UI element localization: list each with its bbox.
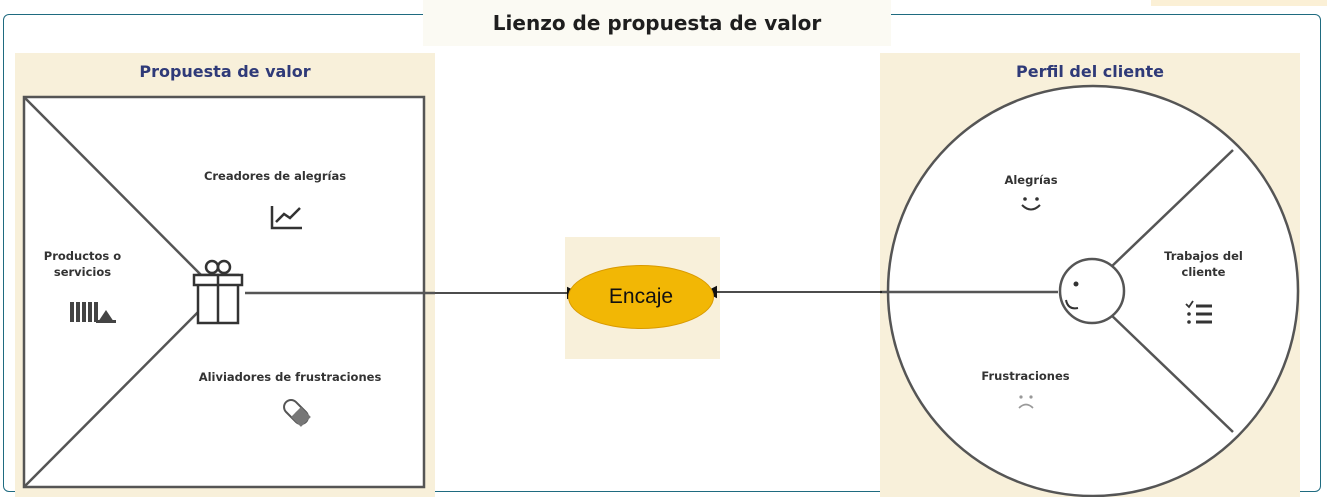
gains-label: Alegrías — [1004, 173, 1058, 187]
diagonal-top — [23, 96, 219, 293]
checklist-icon — [1185, 300, 1212, 324]
page-title: Lienzo de propuesta de valor — [492, 11, 822, 35]
face-icon — [1058, 257, 1126, 325]
value-proposition-title: Propuesta de valor — [139, 62, 311, 81]
gift-icon — [192, 259, 244, 325]
fit-bubble: Encaje — [568, 265, 714, 329]
products-icon — [70, 302, 116, 323]
diagonal-bottom — [23, 291, 219, 488]
customer-profile-title: Perfil del cliente — [1016, 62, 1164, 81]
customer-jobs-label: Trabajos del cliente — [1164, 249, 1243, 279]
sad-icon — [1018, 395, 1034, 409]
fit-label: Encaje — [608, 285, 674, 308]
chart-icon — [270, 206, 302, 230]
smile-icon — [1021, 197, 1041, 211]
products-services-label: Productos o servicios — [43, 249, 122, 279]
pill-icon — [283, 399, 311, 427]
corner-patch — [1151, 0, 1327, 6]
pains-label: Frustraciones — [981, 369, 1070, 383]
pain-relievers-label: Aliviadores de frustraciones — [198, 370, 382, 384]
circle-divider-top — [1109, 149, 1234, 269]
gain-creators-label: Creadores de alegrías — [203, 169, 347, 183]
title-box: Lienzo de propuesta de valor — [423, 0, 891, 46]
circle-divider-bottom — [1107, 311, 1234, 433]
